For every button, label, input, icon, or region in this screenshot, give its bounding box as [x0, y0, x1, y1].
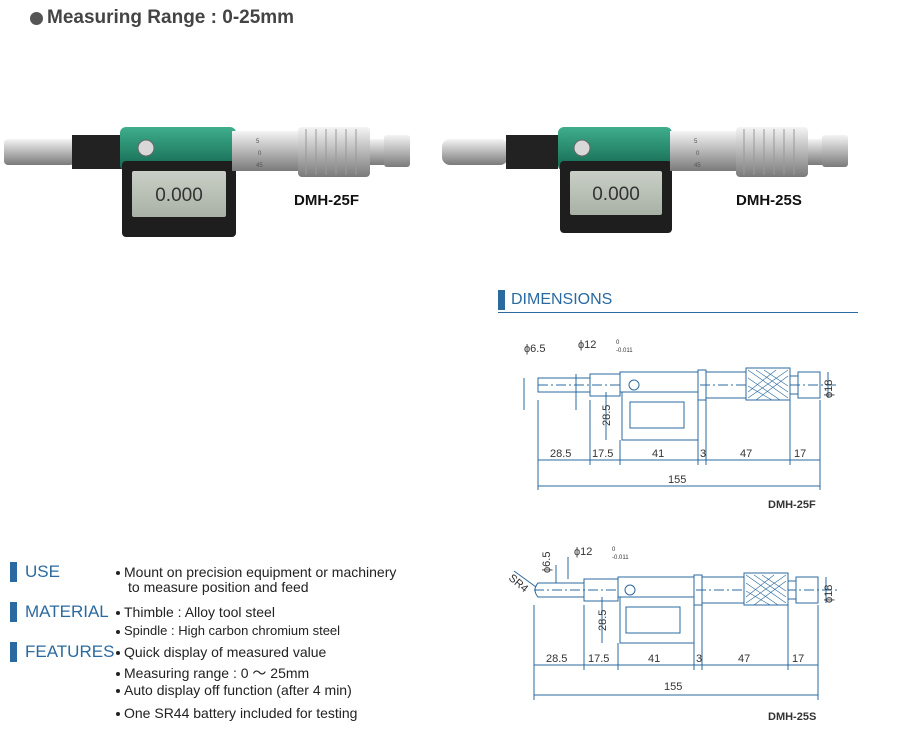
material-line: Thimble : Alloy tool steel	[116, 604, 275, 620]
svg-text:17.5: 17.5	[592, 448, 613, 460]
material-heading: MATERIAL	[10, 602, 109, 622]
bullet-dot-icon	[30, 11, 43, 25]
svg-text:41: 41	[648, 653, 660, 665]
svg-text:45: 45	[256, 163, 263, 169]
svg-text:ϕ6.5: ϕ6.5	[541, 552, 553, 573]
svg-text:SR4: SR4	[506, 572, 530, 595]
svg-text:DMH-25S: DMH-25S	[768, 711, 816, 723]
svg-text:ϕ12: ϕ12	[578, 339, 596, 351]
bullet-icon	[116, 712, 120, 717]
dimension-drawing-dmh-25f: ϕ6.5 ϕ12 0 -0.011 ϕ18 28.5 28.5 17.5 41 …	[523, 339, 838, 511]
svg-text:47: 47	[740, 448, 752, 460]
svg-text:155: 155	[664, 681, 682, 693]
use-line: to measure position and feed	[128, 579, 309, 595]
lcd-reading: 0.000	[155, 185, 203, 206]
svg-text:3: 3	[696, 653, 702, 665]
use-heading: USE	[10, 562, 60, 582]
svg-text:28.5: 28.5	[550, 448, 571, 460]
product-image-dmh-25f: 0.000 5 0 45	[4, 127, 410, 237]
features-line: One SR44 battery included for testing	[116, 705, 357, 721]
svg-text:DMH-25F: DMH-25F	[768, 499, 816, 511]
page-title: Measuring Range : 0-25mm	[30, 7, 294, 29]
svg-text:17: 17	[792, 653, 804, 665]
page-title-text: Measuring Range : 0-25mm	[47, 7, 295, 28]
dimension-drawing-dmh-25s: SR4 ϕ6.5 ϕ12 0 -0.011 ϕ18 28.5 28.5 17.5…	[506, 546, 838, 723]
svg-text:-0.011: -0.011	[612, 555, 629, 561]
material-line: Spindle : High carbon chromium steel	[116, 623, 340, 638]
svg-text:5: 5	[256, 139, 260, 145]
svg-text:28.5: 28.5	[546, 653, 567, 665]
svg-text:ϕ18: ϕ18	[823, 585, 835, 603]
bullet-icon	[116, 629, 120, 634]
svg-text:28.5: 28.5	[597, 610, 609, 631]
bullet-icon	[116, 571, 120, 576]
model-label-dmh-25f: DMH-25F	[294, 192, 360, 209]
svg-text:5: 5	[694, 139, 698, 145]
svg-text:3: 3	[700, 448, 706, 460]
features-line: Auto display off function (after 4 min)	[116, 682, 352, 698]
svg-text:47: 47	[738, 653, 750, 665]
bullet-icon	[116, 651, 120, 656]
dimensions-heading: DIMENSIONS	[498, 288, 858, 313]
svg-text:ϕ6.5: ϕ6.5	[524, 343, 545, 355]
svg-text:ϕ18: ϕ18	[823, 380, 835, 398]
svg-text:0: 0	[612, 547, 616, 553]
svg-text:ϕ12: ϕ12	[574, 546, 592, 558]
svg-text:17: 17	[794, 448, 806, 460]
use-line: Mount on precision equipment or machiner…	[116, 564, 396, 580]
lcd-reading: 0.000	[592, 184, 640, 205]
heading-bar-icon	[10, 642, 17, 662]
svg-text:0: 0	[616, 340, 620, 346]
bullet-icon	[116, 611, 120, 616]
model-label-dmh-25s: DMH-25S	[736, 192, 802, 209]
svg-text:0: 0	[258, 151, 262, 157]
features-line: Measuring range : 0 ～ 25mm	[116, 663, 309, 683]
features-heading: FEATURES	[10, 642, 114, 662]
product-image-dmh-25s: 0.000 5 0 45	[442, 127, 848, 233]
heading-bar-icon	[10, 562, 17, 582]
svg-text:28.5: 28.5	[601, 405, 613, 426]
heading-bar-icon	[498, 290, 505, 310]
bullet-icon	[116, 672, 120, 677]
heading-bar-icon	[10, 602, 17, 622]
svg-text:0: 0	[696, 151, 700, 157]
bullet-icon	[116, 689, 120, 694]
svg-text:41: 41	[652, 448, 664, 460]
svg-text:-0.011: -0.011	[616, 348, 633, 354]
svg-text:17.5: 17.5	[588, 653, 609, 665]
features-line: Quick display of measured value	[116, 644, 326, 660]
svg-text:45: 45	[694, 163, 701, 169]
svg-text:155: 155	[668, 474, 686, 486]
